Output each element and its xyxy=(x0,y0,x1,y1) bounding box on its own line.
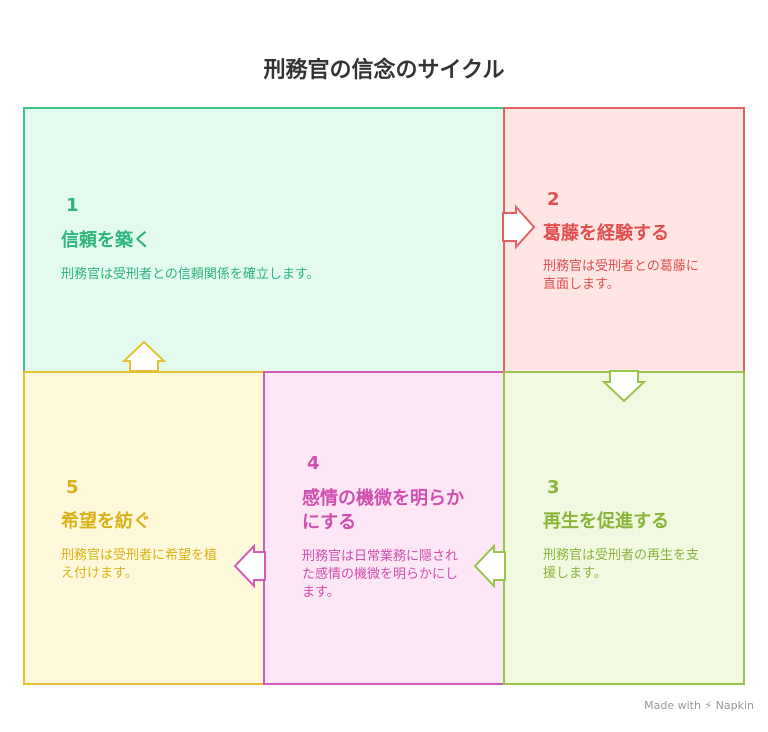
arrow-up-icon xyxy=(121,340,167,372)
arrow-down-icon xyxy=(601,370,647,403)
step-1-heading: 信頼を築く xyxy=(61,230,151,251)
step-3-heading: 再生を促進する xyxy=(543,511,669,532)
step-5-number: 5 xyxy=(66,477,79,498)
step-2-description: 刑務官は受刑者との葛藤に直面します。 xyxy=(543,259,699,292)
step-3-box xyxy=(503,371,745,685)
step-3-description: 刑務官は受刑者の再生を支援します。 xyxy=(543,548,700,581)
step-4-description: 刑務官は日常業務に隠された感情の機微を明らかにします。 xyxy=(302,549,459,600)
arrow-right-icon xyxy=(502,204,536,250)
step-1-number: 1 xyxy=(66,195,79,216)
step-1-description: 刑務官は受刑者との信頼関係を確立します。 xyxy=(61,267,320,282)
step-2-heading: 葛藤を経験する xyxy=(543,223,669,244)
step-5-description: 刑務官は受刑者に希望を植え付けます。 xyxy=(61,548,218,581)
arrow-left-icon xyxy=(233,543,266,589)
step-3-number: 3 xyxy=(547,477,560,498)
step-4-box xyxy=(263,371,505,685)
step-4-number: 4 xyxy=(307,453,320,474)
napkin-watermark: Made with ⚡ Napkin xyxy=(644,699,754,712)
diagram-title: 刑務官の信念のサイクル xyxy=(263,58,505,83)
step-5-heading: 希望を紡ぐ xyxy=(61,511,151,532)
arrow-left-icon xyxy=(473,543,506,589)
step-5-box xyxy=(23,371,265,685)
step-4-heading: 感情の機微を明らかにする xyxy=(302,488,464,533)
step-1-box xyxy=(23,107,505,373)
step-2-number: 2 xyxy=(547,189,560,210)
